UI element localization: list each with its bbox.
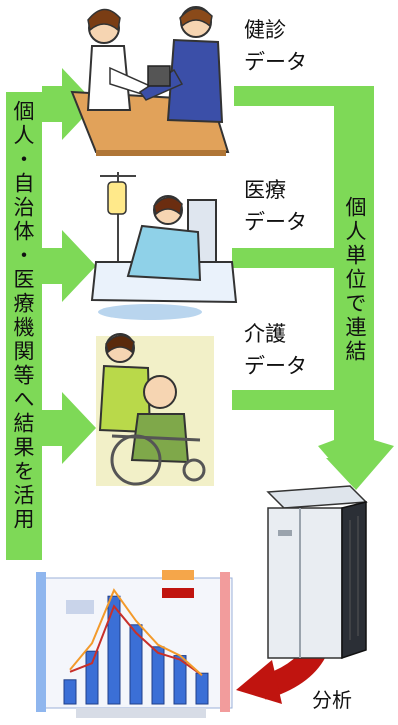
checkup-label-line2: データ (244, 50, 307, 74)
link-line-medical (232, 248, 354, 268)
link-line-checkup (234, 86, 354, 106)
analysis-arrow-head (236, 660, 282, 704)
medical-data-label: 医療 データ (244, 174, 307, 238)
care-label-line1: 介護 (244, 322, 286, 346)
feedback-bar (6, 92, 42, 560)
feedback-arrow-checkup (42, 68, 96, 140)
medical-label-line2: データ (244, 210, 307, 234)
chart-bar (195, 672, 209, 705)
medical-label-line1: 医療 (244, 178, 286, 202)
checkup-label-line1: 健診 (244, 18, 286, 42)
care-data-label: 介護 データ (244, 318, 307, 382)
checkup-data-label: 健診 データ (244, 14, 307, 78)
linking-column (334, 86, 374, 458)
chart-bars (63, 595, 209, 705)
analysis-label: 分析 (312, 688, 352, 712)
chart-bar (129, 624, 143, 705)
feedback-arrow-care (42, 392, 96, 464)
chart-line-red (69, 604, 203, 677)
feedback-vertical-text: 個人・自治体・医療機関等へ結果を活用 (11, 100, 35, 532)
link-line-care (232, 390, 354, 410)
care-label-line2: データ (244, 354, 307, 378)
chart-line-orange (69, 588, 203, 676)
chart-bar (107, 595, 121, 705)
feedback-arrow-medical (42, 230, 96, 302)
linking-vertical-text: 個人単位で連結 (343, 196, 367, 364)
chart-bar (151, 646, 165, 705)
chart-bar (63, 679, 77, 705)
chart-bar (85, 650, 99, 705)
